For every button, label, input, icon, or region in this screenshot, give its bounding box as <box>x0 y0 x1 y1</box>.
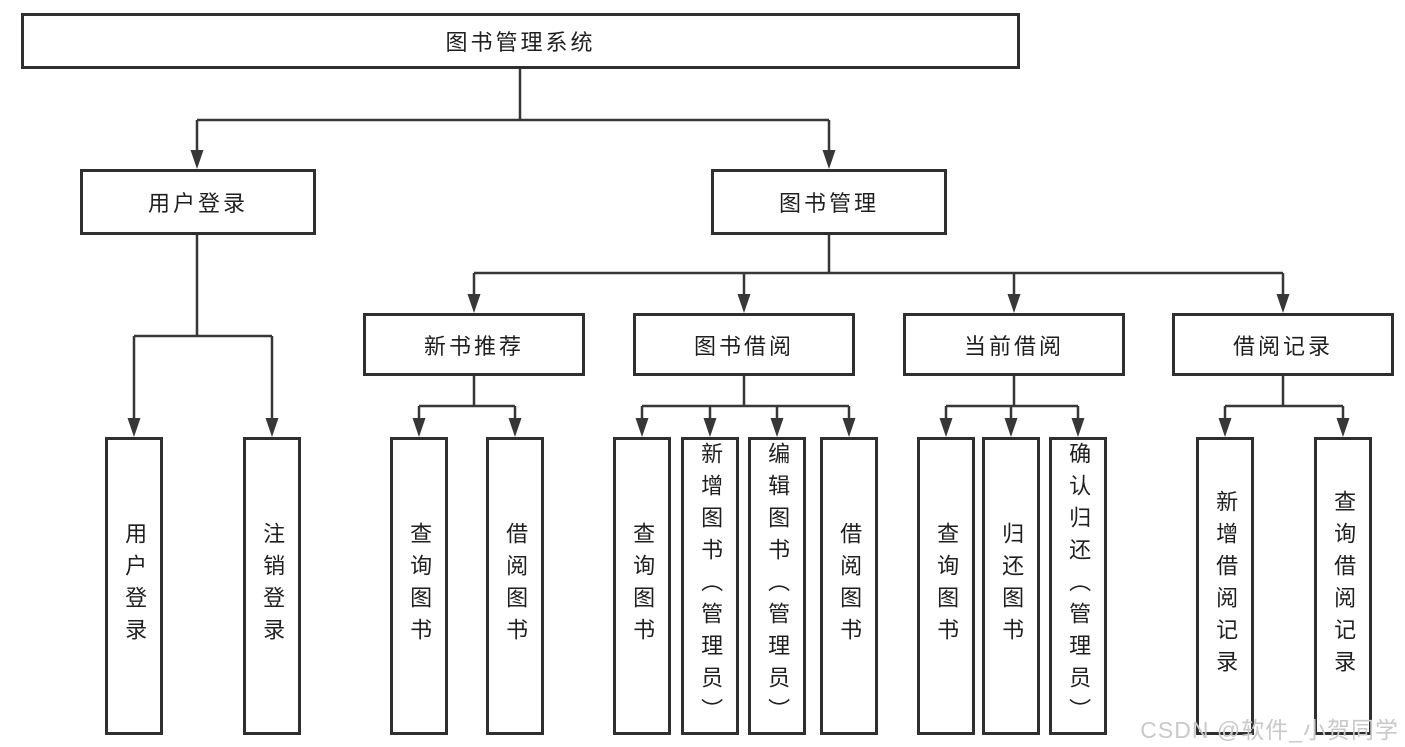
leaf-return-book-label: 归还图书 <box>999 522 1025 650</box>
leaf-add-book-admin-label: 新增图书（管理员） <box>698 442 724 730</box>
leaf-edit-book-admin-label: 编辑图书（管理员） <box>765 442 791 730</box>
leaf-query-books-recommend: 查询图书 <box>390 437 448 735</box>
leaf-query-borrow-record-label: 查询借阅记录 <box>1331 490 1357 682</box>
leaf-user-login: 用户登录 <box>105 437 163 735</box>
node-book-management-label: 图书管理 <box>778 191 879 216</box>
leaf-logout-label: 注销登录 <box>260 522 286 650</box>
node-root-label: 图书管理系统 <box>445 30 596 55</box>
node-book-borrow-label: 图书借阅 <box>693 333 794 359</box>
node-current-borrow-label: 当前借阅 <box>963 333 1064 359</box>
leaf-query-books-recommend-label: 查询图书 <box>407 522 433 650</box>
leaf-borrow-books-label: 借阅图书 <box>837 522 863 650</box>
node-current-borrow: 当前借阅 <box>903 313 1125 376</box>
connector-book-management-to-level3 <box>467 235 1290 313</box>
csdn-watermark: CSDN @软件_小贺同学 <box>1140 717 1399 743</box>
leaf-query-books-borrow: 查询图书 <box>613 437 671 735</box>
node-borrow-records-label: 借阅记录 <box>1232 333 1333 359</box>
leaf-return-book: 归还图书 <box>982 437 1040 735</box>
leaf-add-book-admin: 新增图书（管理员） <box>681 437 739 735</box>
connector-borrow-records-to-leaves <box>1218 376 1350 437</box>
leaf-logout: 注销登录 <box>243 437 301 735</box>
connector-new-book-recommend-to-leaves <box>412 376 522 437</box>
connector-user-login-to-leaves <box>127 235 279 437</box>
leaf-query-borrow-record: 查询借阅记录 <box>1314 437 1372 735</box>
leaf-add-borrow-record: 新增借阅记录 <box>1196 437 1254 735</box>
leaf-borrow-books: 借阅图书 <box>820 437 878 735</box>
leaf-borrow-books-recommend: 借阅图书 <box>486 437 544 735</box>
node-root-library-system: 图书管理系统 <box>21 13 1020 69</box>
leaf-add-borrow-record-label: 新增借阅记录 <box>1213 490 1239 682</box>
node-user-login: 用户登录 <box>80 169 316 235</box>
leaf-query-books-current: 查询图书 <box>917 437 975 735</box>
leaf-user-login-label: 用户登录 <box>122 522 148 650</box>
node-borrow-records: 借阅记录 <box>1172 313 1394 376</box>
node-new-book-recommend-label: 新书推荐 <box>423 333 524 359</box>
leaf-edit-book-admin: 编辑图书（管理员） <box>748 437 806 735</box>
node-new-book-recommend: 新书推荐 <box>363 313 585 376</box>
leaf-confirm-return-admin-label: 确认归还（管理员） <box>1066 442 1092 730</box>
leaf-borrow-books-recommend-label: 借阅图书 <box>503 522 529 650</box>
connector-root-to-level2 <box>190 69 836 169</box>
connector-current-borrow-to-leaves <box>939 376 1085 437</box>
leaf-confirm-return-admin: 确认归还（管理员） <box>1049 437 1107 735</box>
leaf-query-books-current-label: 查询图书 <box>934 522 960 650</box>
node-user-login-label: 用户登录 <box>147 191 248 216</box>
node-book-management: 图书管理 <box>711 169 947 235</box>
leaf-query-books-borrow-label: 查询图书 <box>630 522 656 650</box>
node-book-borrow: 图书借阅 <box>633 313 855 376</box>
connector-book-borrow-to-leaves <box>635 376 856 437</box>
